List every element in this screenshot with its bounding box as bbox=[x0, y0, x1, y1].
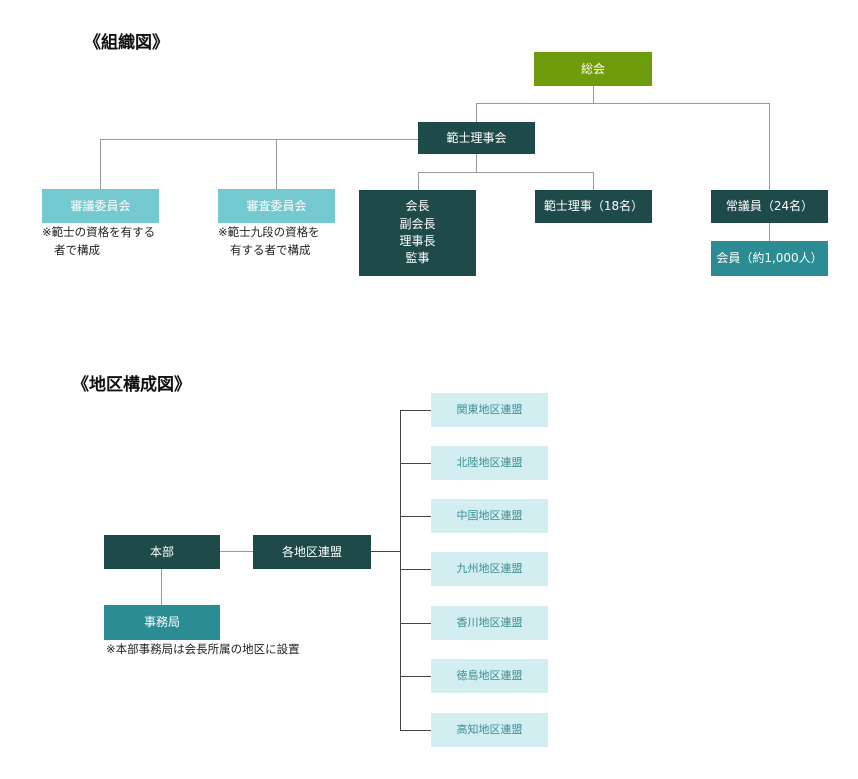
deliberation-note: ※範士の資格を有する 者で構成 bbox=[42, 224, 155, 260]
members-box: 会員（約1,000人） bbox=[711, 241, 828, 276]
connector-line bbox=[100, 139, 101, 189]
connector-line bbox=[476, 103, 477, 122]
regional-federations-box: 各地区連盟 bbox=[253, 535, 371, 569]
connector-line bbox=[476, 154, 477, 172]
region-box-kochi: 高知地区連盟 bbox=[431, 713, 548, 747]
connector-line bbox=[769, 103, 770, 190]
connector-line bbox=[371, 551, 401, 552]
org-chart-heading: 《組織図》 bbox=[84, 33, 169, 53]
connector-line bbox=[220, 551, 253, 552]
connector-line bbox=[100, 139, 420, 140]
examination-committee-box: 審査委員会 bbox=[218, 189, 335, 223]
secretariat-box: 事務局 bbox=[104, 605, 220, 640]
connector-line bbox=[400, 730, 431, 731]
general-meeting-box: 総会 bbox=[534, 52, 652, 86]
deliberation-committee-box: 審議委員会 bbox=[42, 189, 159, 223]
examination-note: ※範士九段の資格を 有する者で構成 bbox=[218, 224, 320, 260]
hanshi-directors-box: 範士理事（18名） bbox=[535, 190, 652, 223]
connector-line bbox=[161, 569, 162, 605]
note-line: ※範士九段の資格を bbox=[218, 225, 320, 239]
board-box: 範士理事会 bbox=[418, 122, 535, 154]
connector-line bbox=[400, 516, 431, 517]
connector-line bbox=[769, 223, 770, 241]
region-box-chugoku: 中国地区連盟 bbox=[431, 499, 548, 533]
connector-line bbox=[593, 86, 594, 103]
note-line: ※範士の資格を有する bbox=[42, 225, 156, 239]
officer-title: 理事長 bbox=[399, 234, 436, 248]
officers-box: 会長 副会長 理事長 監事 bbox=[359, 190, 476, 276]
connector-line bbox=[276, 139, 277, 189]
officer-title: 会長 bbox=[405, 199, 430, 214]
connector-line bbox=[476, 103, 770, 104]
note-line: 有する者で構成 bbox=[230, 242, 311, 257]
connector-line bbox=[400, 676, 431, 677]
connector-line bbox=[400, 569, 431, 570]
region-box-hokuriku: 北陸地区連盟 bbox=[431, 446, 548, 480]
region-box-kyushu: 九州地区連盟 bbox=[431, 552, 548, 586]
connector-line bbox=[400, 623, 431, 624]
connector-line bbox=[400, 410, 401, 730]
connector-line bbox=[400, 463, 431, 464]
region-box-tokushima: 徳島地区連盟 bbox=[431, 659, 548, 693]
standing-councilors-box: 常議員（24名） bbox=[711, 190, 828, 223]
connector-line bbox=[418, 172, 419, 190]
connector-line bbox=[593, 172, 594, 190]
headquarters-box: 本部 bbox=[104, 535, 220, 569]
officer-title: 監事 bbox=[405, 251, 430, 266]
region-box-kagawa: 香川地区連盟 bbox=[431, 606, 548, 640]
region-chart-heading: 《地区構成図》 bbox=[72, 375, 191, 395]
secretariat-note: ※本部事務局は会長所属の地区に設置 bbox=[106, 642, 300, 656]
region-box-kanto: 関東地区連盟 bbox=[431, 393, 548, 427]
connector-line bbox=[400, 410, 431, 411]
connector-line bbox=[418, 172, 594, 173]
note-line: 者で構成 bbox=[54, 242, 100, 257]
officer-title: 副会長 bbox=[399, 216, 436, 231]
